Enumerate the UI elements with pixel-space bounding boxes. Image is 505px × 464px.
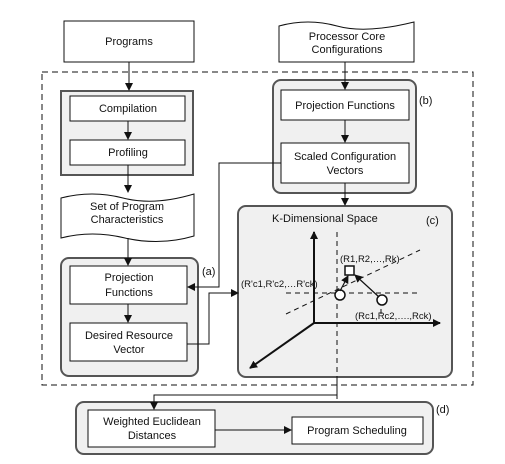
- dashed-line: [285, 249, 421, 315]
- arrow-kspace-to-weighted: [150, 377, 338, 410]
- compilation-box: [69, 95, 186, 122]
- projection-a-label-1: Projection: [105, 272, 154, 284]
- programs-box: [63, 20, 195, 63]
- programs-label: Programs: [105, 36, 153, 48]
- label-c: (c): [426, 215, 439, 227]
- vector-rc-label: (Rc1,Rc2,….,Rck): [355, 311, 432, 322]
- profiling-label: Profiling: [108, 147, 148, 159]
- label-d: (d): [436, 404, 449, 416]
- label-a: (a): [202, 266, 215, 278]
- arrow-desired-to-kspace: [187, 289, 239, 345]
- weighted-distances-box: [87, 409, 216, 448]
- distance-arrow: [354, 274, 380, 298]
- axis-diagonal: [249, 322, 315, 369]
- point-rp: [334, 289, 346, 301]
- scaled-vectors-label-1: Scaled Configuration: [294, 151, 396, 163]
- program-characteristics-label-1: Set of Program: [90, 201, 164, 213]
- scaled-vectors-box: [280, 142, 410, 184]
- program-characteristics-label-2: Characteristics: [91, 214, 164, 226]
- desired-vector-box: [69, 322, 188, 362]
- compilation-label: Compilation: [99, 103, 157, 115]
- point-r: [344, 265, 355, 276]
- processor-config-label-1: Processor Core: [309, 31, 385, 43]
- program-characteristics-box: [60, 193, 195, 243]
- processor-config-box: [278, 21, 415, 63]
- group-c-box: [237, 205, 453, 378]
- vector-rp-label: (R'c1,R'c2,…R'ck): [241, 279, 318, 290]
- point-rc: [376, 294, 388, 306]
- arrow-scaled-to-projection-a: [187, 162, 281, 291]
- label-b: (b): [419, 95, 432, 107]
- weighted-distances-label-2: Distances: [128, 430, 177, 442]
- outer-dashed-frame: [41, 71, 474, 386]
- processor-config-label-2: Configurations: [312, 44, 383, 56]
- desired-vector-label-1: Desired Resource: [85, 330, 173, 342]
- scheduling-label: Program Scheduling: [307, 425, 407, 437]
- projection-b-box: [280, 89, 410, 121]
- weighted-distances-label-1: Weighted Euclidean: [103, 416, 201, 428]
- scaled-vectors-label-2: Vectors: [327, 165, 364, 177]
- kspace-title: K-Dimensional Space: [272, 213, 378, 225]
- desired-vector-label-2: Vector: [113, 344, 145, 356]
- vector-r-label: (R1,R2,…,Rk): [340, 254, 400, 265]
- profiling-box: [69, 139, 186, 166]
- projection-b-label: Projection Functions: [295, 100, 395, 112]
- distance-arrow: [339, 275, 349, 292]
- scheduling-box: [291, 416, 424, 445]
- projection-a-label-2: Functions: [105, 287, 153, 299]
